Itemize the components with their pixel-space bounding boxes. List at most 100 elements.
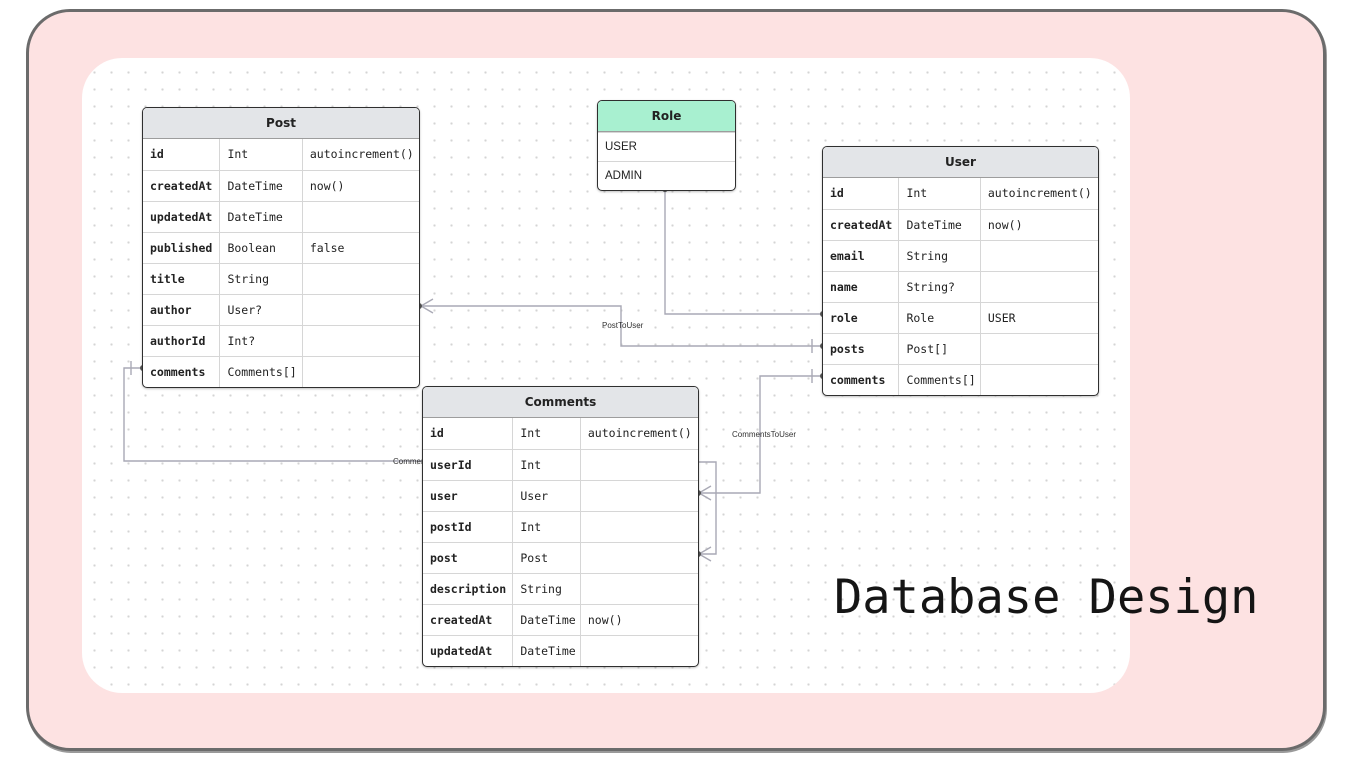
table-row[interactable]: updatedAt DateTime (423, 635, 698, 666)
field-default (579, 543, 698, 573)
field-type: String? (898, 272, 979, 302)
field-type: String (898, 241, 979, 271)
field-type: Post[] (898, 334, 979, 364)
table-row[interactable]: updatedAt DateTime (143, 201, 419, 232)
table-row[interactable]: posts Post[] (823, 333, 1098, 364)
field-type: Role (898, 303, 979, 333)
field-default (301, 326, 419, 356)
enum-value-label: USER (605, 141, 637, 153)
enum-value: ADMIN (598, 161, 735, 190)
field-type: Comments[] (219, 357, 301, 387)
field-default (579, 450, 698, 480)
field-type: Int (898, 178, 979, 209)
field-name: authorId (150, 334, 206, 348)
field-type: Int (219, 139, 301, 170)
field-default (301, 264, 419, 294)
field-type: DateTime (219, 202, 301, 232)
field-default (301, 202, 419, 232)
table-user-header: User (823, 147, 1098, 178)
enum-role-header: Role (598, 101, 735, 132)
relation-label-comments-to-post: Commen (393, 457, 426, 466)
field-type: Boolean (219, 233, 301, 263)
field-default (979, 334, 1098, 364)
enum-value-label: ADMIN (605, 170, 643, 182)
table-row[interactable]: name String? (823, 271, 1098, 302)
field-name: user (430, 489, 458, 503)
field-type: DateTime (219, 171, 301, 201)
table-row[interactable]: email String (823, 240, 1098, 271)
enum-role[interactable]: Role USER ADMIN (597, 100, 736, 191)
field-type: DateTime (512, 636, 580, 666)
field-type: Int? (219, 326, 301, 356)
field-type: String (219, 264, 301, 294)
field-default (579, 636, 698, 666)
field-name: title (150, 272, 185, 286)
field-default: false (301, 233, 419, 263)
field-type: DateTime (898, 210, 979, 240)
field-name: updatedAt (150, 210, 213, 224)
field-type: Comments[] (898, 365, 979, 395)
field-default (579, 481, 698, 511)
relation-label-comments-to-user: CommentsToUser (732, 430, 797, 439)
field-default: now() (301, 171, 419, 201)
table-row[interactable]: authorId Int? (143, 325, 419, 356)
field-name: description (430, 582, 507, 596)
field-type: Post (512, 543, 580, 573)
field-name: createdAt (150, 179, 213, 193)
field-default (579, 574, 698, 604)
field-name: id (430, 426, 444, 440)
field-name: createdAt (430, 613, 493, 627)
table-comments-header: Comments (423, 387, 698, 418)
table-row[interactable]: title String (143, 263, 419, 294)
field-default (979, 272, 1098, 302)
field-type: Int (512, 512, 580, 542)
field-name: userId (430, 458, 472, 472)
field-default (979, 365, 1098, 395)
field-name: post (430, 551, 458, 565)
enum-value: USER (598, 132, 735, 161)
field-default: autoincrement() (301, 139, 419, 170)
field-name: updatedAt (430, 644, 493, 658)
field-type: Int (512, 418, 580, 449)
field-default (979, 241, 1098, 271)
table-row[interactable]: post Post (423, 542, 698, 573)
field-type: DateTime (512, 605, 580, 635)
table-post-header: Post (143, 108, 419, 139)
field-default: now() (979, 210, 1098, 240)
field-name: name (830, 280, 858, 294)
field-default: now() (579, 605, 698, 635)
field-name: id (150, 147, 164, 161)
field-name: id (830, 186, 844, 200)
field-default (301, 295, 419, 325)
field-default: autoincrement() (979, 178, 1098, 209)
field-name: author (150, 303, 192, 317)
slide-title: Database Design (834, 570, 1259, 625)
field-name: postId (430, 520, 472, 534)
field-name: createdAt (830, 218, 893, 232)
field-name: role (830, 311, 858, 325)
field-default (579, 512, 698, 542)
table-row[interactable]: user User (423, 480, 698, 511)
field-name: posts (830, 342, 865, 356)
field-name: published (150, 241, 213, 255)
table-row[interactable]: postId Int (423, 511, 698, 542)
field-type: User (512, 481, 580, 511)
field-name: email (830, 249, 865, 263)
field-default: autoincrement() (579, 418, 698, 449)
